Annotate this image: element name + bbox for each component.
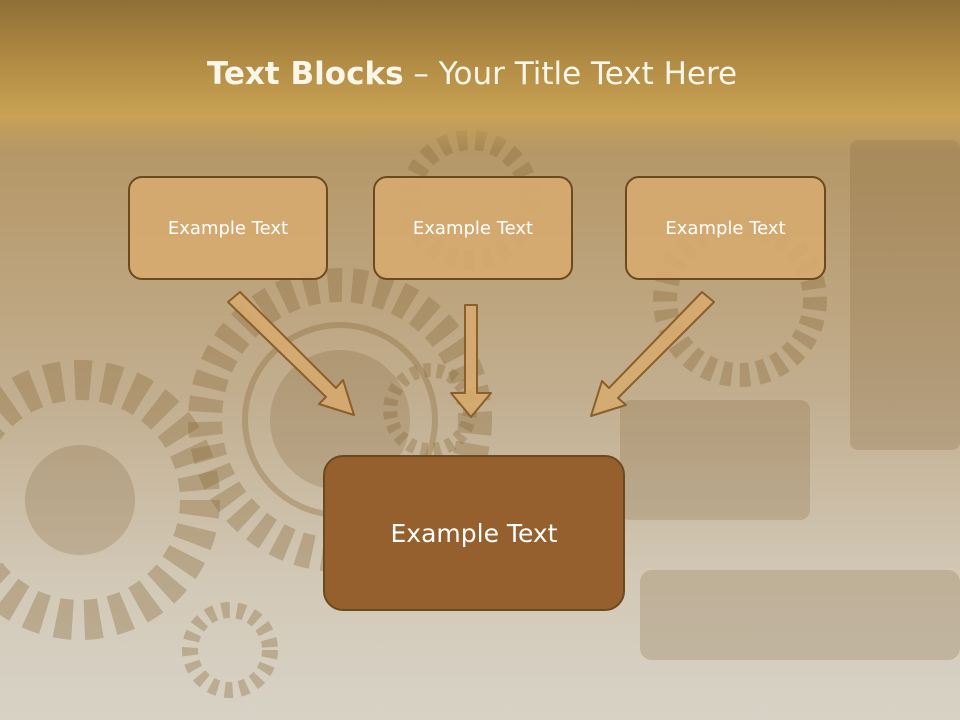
- title-rest: Your Title Text Here: [438, 56, 738, 92]
- title-strong: Text Blocks: [206, 56, 404, 92]
- text-block-2[interactable]: Example Text: [373, 176, 573, 280]
- arrow-left: [227, 291, 355, 416]
- text-block-1[interactable]: Example Text: [128, 176, 328, 280]
- arrow-center: [450, 304, 492, 418]
- title-band: [0, 0, 960, 150]
- arrow-right: [590, 291, 715, 417]
- text-block-3[interactable]: Example Text: [625, 176, 826, 280]
- text-block-main[interactable]: Example Text: [323, 455, 625, 611]
- title-dash: –: [403, 56, 439, 92]
- slide-title: Text Blocks – Your Title Text Here: [0, 56, 944, 92]
